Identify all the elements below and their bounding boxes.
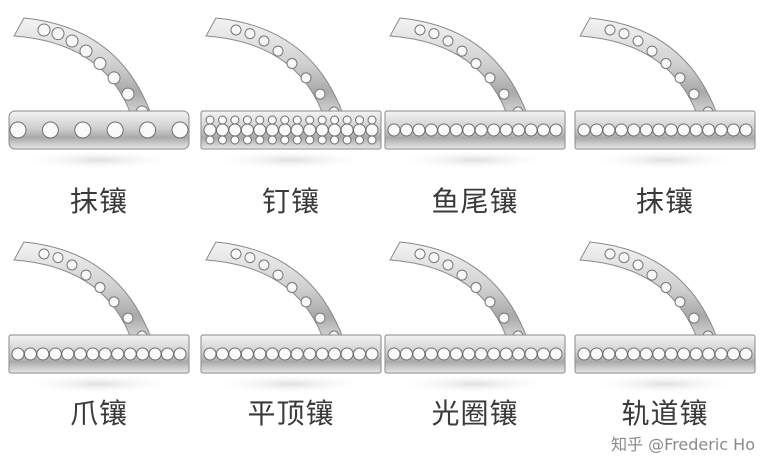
setting-caption: 平顶镶 <box>196 392 386 432</box>
ring-illustration <box>4 8 194 173</box>
ring-illustration <box>196 8 386 173</box>
setting-card-bezel_gem_row: 抹镶 <box>4 8 194 228</box>
setting-caption: 钉镶 <box>196 180 386 220</box>
setting-card-prong: 爪镶 <box>4 232 194 452</box>
ring-illustration <box>570 8 760 173</box>
ring-illustration <box>196 232 386 397</box>
setting-card-flat_top: 平顶镶 <box>196 232 386 452</box>
ring-illustration <box>4 232 194 397</box>
setting-card-halo: 光圈镶 <box>380 232 570 452</box>
setting-caption: 抹镶 <box>570 180 760 220</box>
watermark: 知乎 @Frederic Ho <box>611 431 755 455</box>
setting-card-pave: 钉镶 <box>196 8 386 228</box>
setting-caption: 鱼尾镶 <box>380 180 570 220</box>
setting-card-channel: 轨道镶 <box>570 232 760 452</box>
setting-caption: 轨道镶 <box>570 392 760 432</box>
setting-card-fishtail: 鱼尾镶 <box>380 8 570 228</box>
setting-caption: 光圈镶 <box>380 392 570 432</box>
setting-card-bezel_flush: 抹镶 <box>570 8 760 228</box>
setting-caption: 爪镶 <box>4 392 194 432</box>
ring-illustration <box>570 232 760 397</box>
ring-illustration <box>380 232 570 397</box>
setting-caption: 抹镶 <box>4 180 194 220</box>
ring-illustration <box>380 8 570 173</box>
